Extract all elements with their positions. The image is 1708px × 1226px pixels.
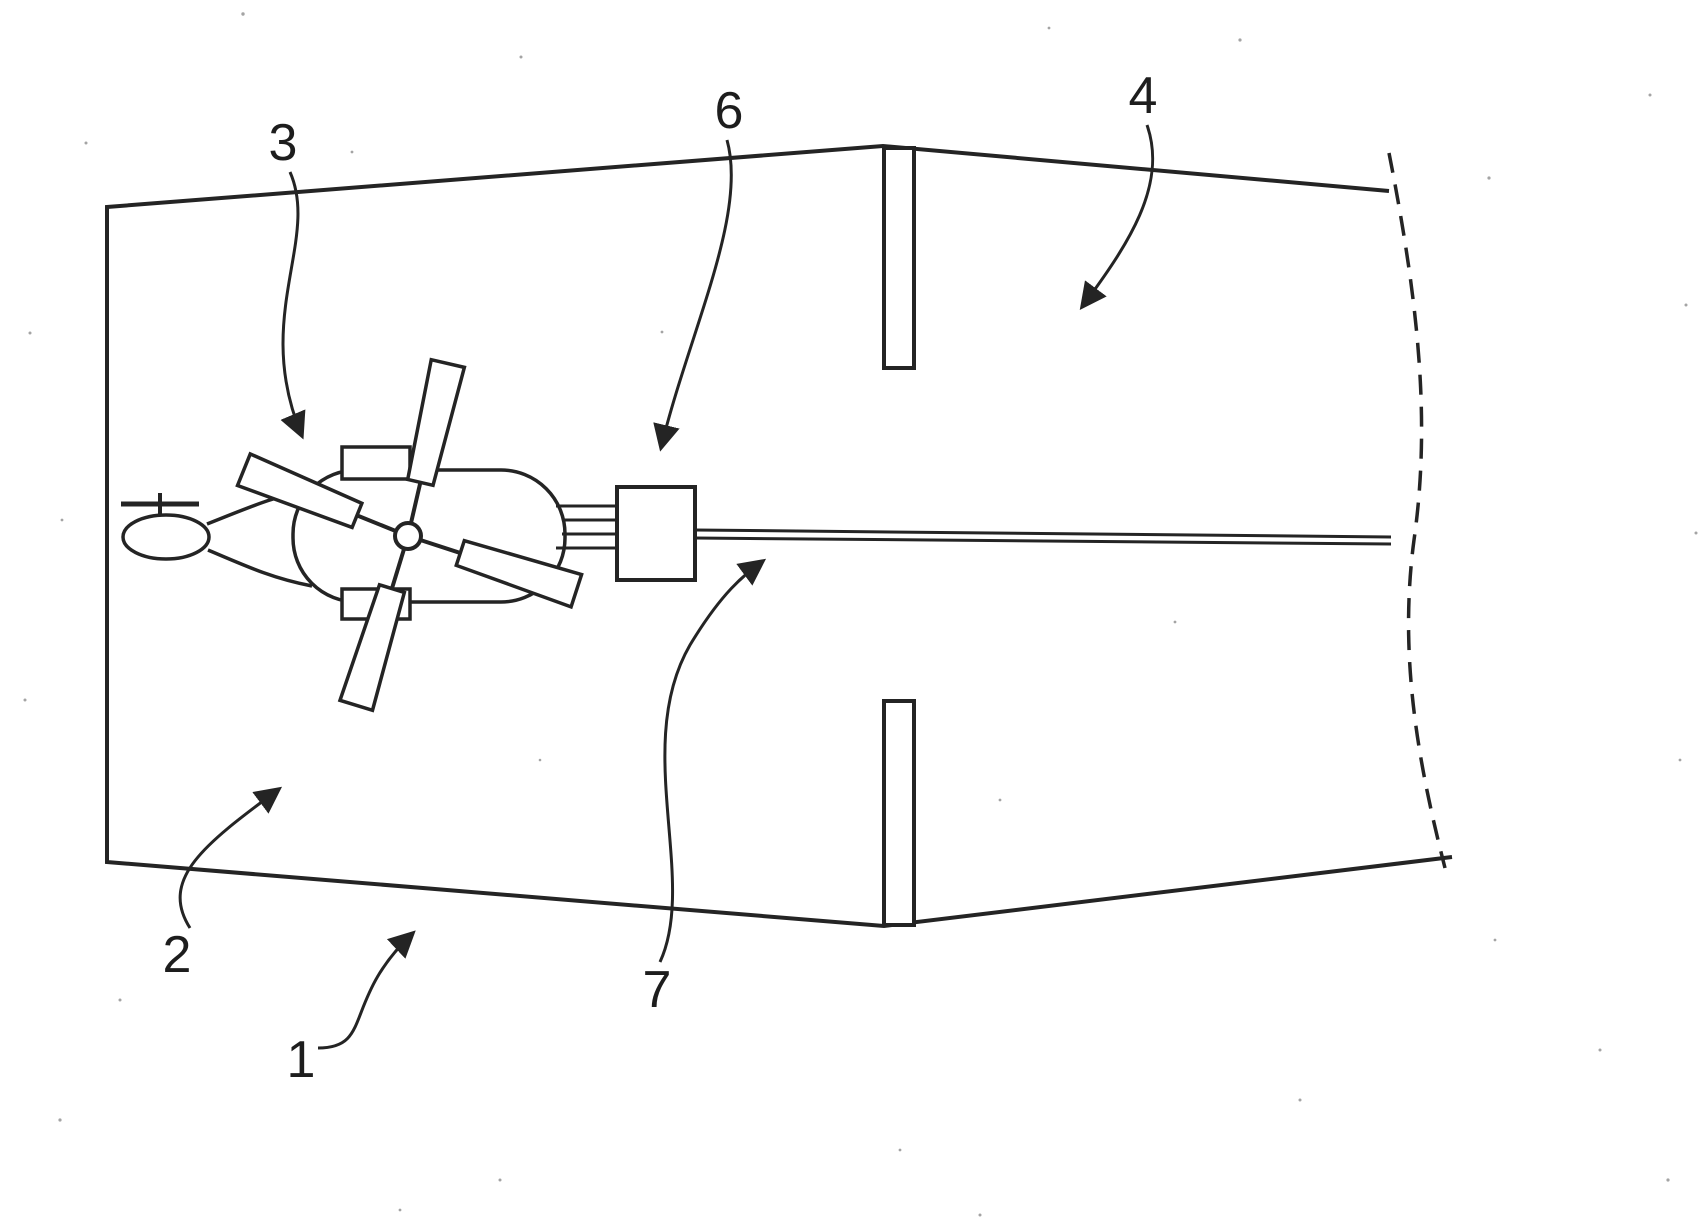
guide-rail — [694, 528, 1392, 546]
paper-speckles — [23, 12, 1698, 1217]
ref-label-3: 3 — [269, 114, 298, 172]
leader-line-2 — [178, 786, 283, 929]
leader-line-6 — [653, 139, 733, 452]
rotor-hub — [393, 521, 423, 551]
ref-label-4: 4 — [1129, 67, 1158, 125]
traverse-unit-box — [615, 485, 697, 582]
leader-line-1 — [317, 930, 416, 1050]
tow-lines — [556, 504, 618, 550]
rotor-blade — [235, 451, 397, 533]
deck-break-line — [1387, 152, 1447, 869]
rotor-blade — [419, 538, 584, 610]
leader-line-4 — [1079, 124, 1155, 311]
ref-label-7: 7 — [643, 961, 672, 1019]
rotor-blade — [337, 547, 407, 713]
leader-lines — [178, 124, 1155, 1050]
ship-deck — [105, 143, 1453, 929]
deck-fitting-top — [882, 146, 916, 370]
main-rotor — [235, 357, 584, 713]
leader-line-7 — [658, 558, 767, 963]
deck-outline — [105, 143, 1453, 929]
tail-rotor — [121, 493, 199, 515]
ref-label-1: 1 — [287, 1031, 316, 1089]
ref-label-2: 2 — [163, 926, 192, 984]
ref-label-6: 6 — [715, 82, 744, 140]
leader-line-3 — [280, 171, 306, 440]
sponson-top — [340, 445, 412, 481]
rotor-blade — [405, 357, 467, 524]
helicopter — [121, 357, 618, 713]
deck-fitting-bottom — [882, 699, 916, 927]
